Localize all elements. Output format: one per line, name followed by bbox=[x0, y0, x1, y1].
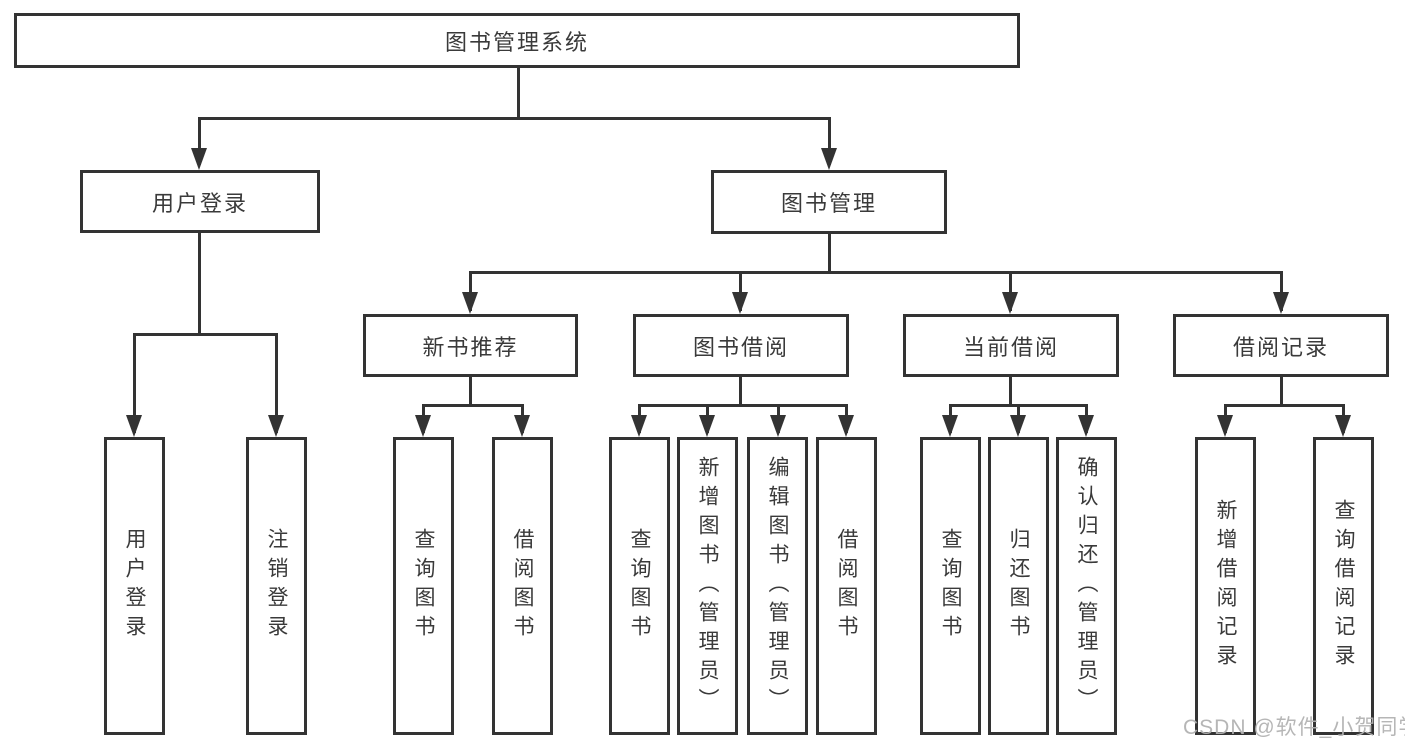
node-book-borrowing: 图书借阅 bbox=[633, 314, 849, 377]
leaf-edit-books-admin: 编辑图书（管理员） bbox=[747, 437, 808, 735]
node-user-login: 用户登录 bbox=[80, 170, 320, 233]
connector-bar bbox=[638, 404, 848, 407]
watermark: CSDN @软件_小贺同学 bbox=[1183, 716, 1405, 739]
arrow-down-icon bbox=[699, 415, 715, 437]
leaf-user-login: 用户登录 bbox=[104, 437, 165, 735]
leaf-add-books-admin: 新增图书（管理员） bbox=[677, 437, 738, 735]
arrow-down-icon bbox=[126, 415, 142, 437]
leaf-label: 借阅图书 bbox=[511, 528, 534, 644]
connector-trunk bbox=[1280, 377, 1283, 407]
leaf-query-books: 查询图书 bbox=[609, 437, 670, 735]
leaf-query-books: 查询图书 bbox=[393, 437, 454, 735]
leaf-query-books: 查询图书 bbox=[920, 437, 981, 735]
connector-login-bar bbox=[133, 333, 278, 336]
arrow-down-icon bbox=[838, 415, 854, 437]
node-book-management: 图书管理 bbox=[711, 170, 947, 234]
leaf-borrow-books: 借阅图书 bbox=[492, 437, 553, 735]
connector-root-trunk bbox=[517, 68, 520, 119]
arrow-down-icon bbox=[942, 415, 958, 437]
leaf-label: 确认归还（管理员） bbox=[1075, 455, 1098, 717]
connector-stem-l3 bbox=[1009, 271, 1012, 311]
leaf-label: 查询图书 bbox=[412, 528, 435, 644]
connector-bar bbox=[1224, 404, 1345, 407]
connector-bar bbox=[422, 404, 524, 407]
arrow-down-icon bbox=[462, 292, 478, 314]
leaf-label: 借阅图书 bbox=[835, 528, 858, 644]
leaf-label: 查询图书 bbox=[939, 528, 962, 644]
connector-stem-book-management bbox=[828, 117, 831, 165]
arrow-down-icon bbox=[1078, 415, 1094, 437]
connector-trunk bbox=[469, 377, 472, 407]
leaf-borrow-books: 借阅图书 bbox=[816, 437, 877, 735]
node-borrowing-records: 借阅记录 bbox=[1173, 314, 1389, 377]
leaf-label: 归还图书 bbox=[1007, 528, 1030, 644]
leaf-query-borrow-record: 查询借阅记录 bbox=[1313, 437, 1374, 735]
connector-stem-l3 bbox=[739, 271, 742, 311]
node-new-book-recommend: 新书推荐 bbox=[363, 314, 578, 377]
arrow-down-icon bbox=[631, 415, 647, 437]
leaf-label: 编辑图书（管理员） bbox=[766, 455, 789, 717]
connector-trunk bbox=[739, 377, 742, 407]
node-library-system: 图书管理系统 bbox=[14, 13, 1020, 68]
leaf-label: 用户登录 bbox=[123, 528, 146, 644]
leaf-label: 新增借阅记录 bbox=[1214, 499, 1237, 673]
connector-trunk bbox=[1009, 377, 1012, 407]
connector-stem-user-login bbox=[198, 117, 201, 165]
leaf-label: 新增图书（管理员） bbox=[696, 455, 719, 717]
arrow-down-icon bbox=[821, 148, 837, 170]
arrow-down-icon bbox=[1273, 292, 1289, 314]
arrow-down-icon bbox=[1335, 415, 1351, 437]
leaf-logout: 注销登录 bbox=[246, 437, 307, 735]
leaf-label: 查询借阅记录 bbox=[1332, 499, 1355, 673]
arrow-down-icon bbox=[268, 415, 284, 437]
leaf-confirm-return-admin: 确认归还（管理员） bbox=[1056, 437, 1117, 735]
connector-stem-l3 bbox=[469, 271, 472, 311]
connector-management-bar bbox=[469, 271, 1283, 274]
arrow-down-icon bbox=[1002, 292, 1018, 314]
arrow-down-icon bbox=[514, 415, 530, 437]
node-current-borrowing: 当前借阅 bbox=[903, 314, 1119, 377]
arrow-down-icon bbox=[732, 292, 748, 314]
arrow-down-icon bbox=[1217, 415, 1233, 437]
leaf-add-borrow-record: 新增借阅记录 bbox=[1195, 437, 1256, 735]
connector-login-trunk bbox=[198, 233, 201, 336]
arrow-down-icon bbox=[415, 415, 431, 437]
arrow-down-icon bbox=[191, 148, 207, 170]
connector-root-bar bbox=[198, 117, 831, 120]
leaf-return-books: 归还图书 bbox=[988, 437, 1049, 735]
connector-stem-leaf bbox=[275, 333, 278, 433]
connector-management-trunk bbox=[828, 234, 831, 273]
arrow-down-icon bbox=[1010, 415, 1026, 437]
connector-stem-l3 bbox=[1280, 271, 1283, 311]
arrow-down-icon bbox=[770, 415, 786, 437]
connector-stem-leaf bbox=[133, 333, 136, 433]
leaf-label: 注销登录 bbox=[265, 528, 288, 644]
leaf-label: 查询图书 bbox=[628, 528, 651, 644]
